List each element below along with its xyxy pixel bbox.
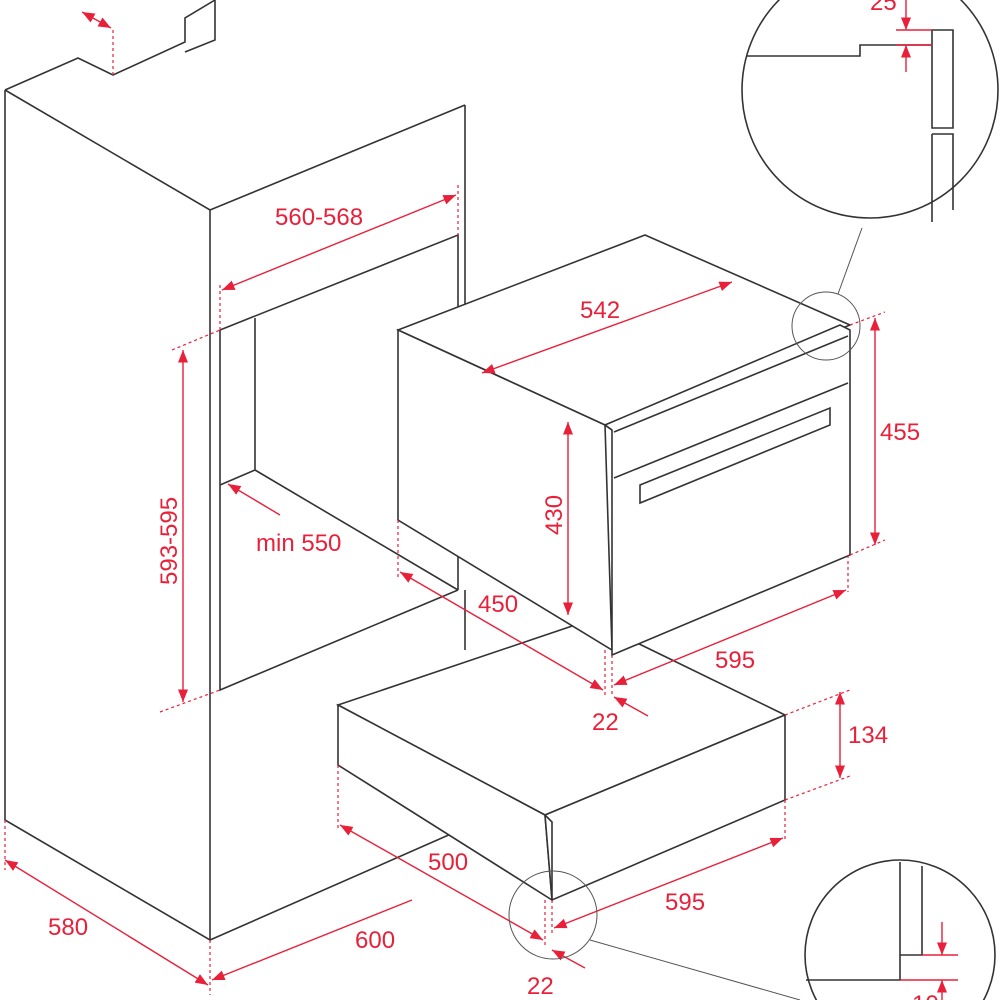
label-drawer-height: 134 xyxy=(848,722,888,749)
dim-oven-side-depth: 450 xyxy=(397,520,606,695)
label-niche-depth: min 550 xyxy=(256,530,341,557)
dim-cabinet-width: 600 xyxy=(211,899,413,981)
dim-cabinet-depth: 580 xyxy=(4,820,211,995)
label-drawer-width: 595 xyxy=(665,889,705,916)
label-niche-height: 593-595 xyxy=(156,497,183,585)
dim-drawer-width: 595 xyxy=(551,800,786,935)
label-oven-body-height: 430 xyxy=(541,495,568,535)
label-bottom-gap: 10 xyxy=(912,991,939,1000)
label-drawer-depth: 500 xyxy=(428,849,468,876)
dim-drawer-front-offset: 22 xyxy=(527,949,586,1000)
dim-niche-depth: min 550 xyxy=(227,483,341,557)
dim-top-notch xyxy=(81,11,114,75)
label-cabinet-depth: 580 xyxy=(48,914,88,941)
dim-drawer-height: 134 xyxy=(784,689,888,801)
dim-oven-front-width: 595 xyxy=(611,555,849,695)
label-niche-width: 560-568 xyxy=(275,204,363,231)
dim-oven-top-depth: 542 xyxy=(481,281,733,374)
detail-top-gap: 25 xyxy=(741,0,999,361)
label-oven-front-offset: 22 xyxy=(592,709,619,736)
label-oven-front-width: 595 xyxy=(715,647,755,674)
dim-niche-width: 560-568 xyxy=(219,185,459,330)
dim-niche-height: 593-595 xyxy=(156,329,221,713)
label-top-gap: 25 xyxy=(870,0,897,16)
detail-bottom-gap: 10 xyxy=(508,859,996,1000)
label-cabinet-width: 600 xyxy=(355,927,395,954)
label-drawer-front-offset: 22 xyxy=(527,973,554,1000)
label-oven-front-height: 455 xyxy=(880,419,920,446)
dim-oven-front-height: 455 xyxy=(849,311,920,556)
oven-handle xyxy=(639,406,831,505)
label-oven-side-depth: 450 xyxy=(478,591,518,618)
label-oven-top-depth: 542 xyxy=(580,297,620,324)
dim-oven-front-offset: 22 xyxy=(592,696,649,736)
